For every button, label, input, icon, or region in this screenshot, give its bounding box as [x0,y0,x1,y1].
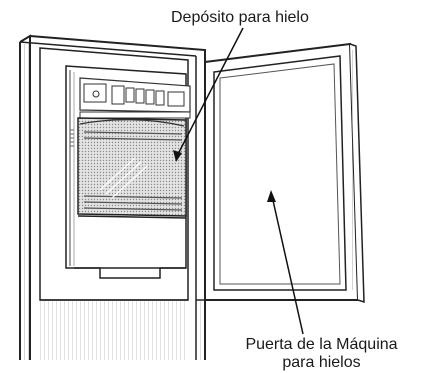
ice-maker-door-label-line2: para hielos [282,354,361,371]
ice-bin-arrowhead [173,150,182,162]
ice-maker-door-label-line1: Puerta de la Máquina [245,336,398,353]
ice-maker-unit [79,77,191,119]
door-arrowhead [267,190,276,202]
ice-bin-leader-line [175,27,244,159]
ice-maker-door [195,42,365,360]
ice-maker-door-label: Puerta de la Máquina para hielos [229,336,414,372]
lower-compartment [40,267,188,360]
door-leader-line [271,195,304,335]
ice-bin-label: Depósito para hielo [171,9,309,26]
ice-bin [77,117,187,219]
